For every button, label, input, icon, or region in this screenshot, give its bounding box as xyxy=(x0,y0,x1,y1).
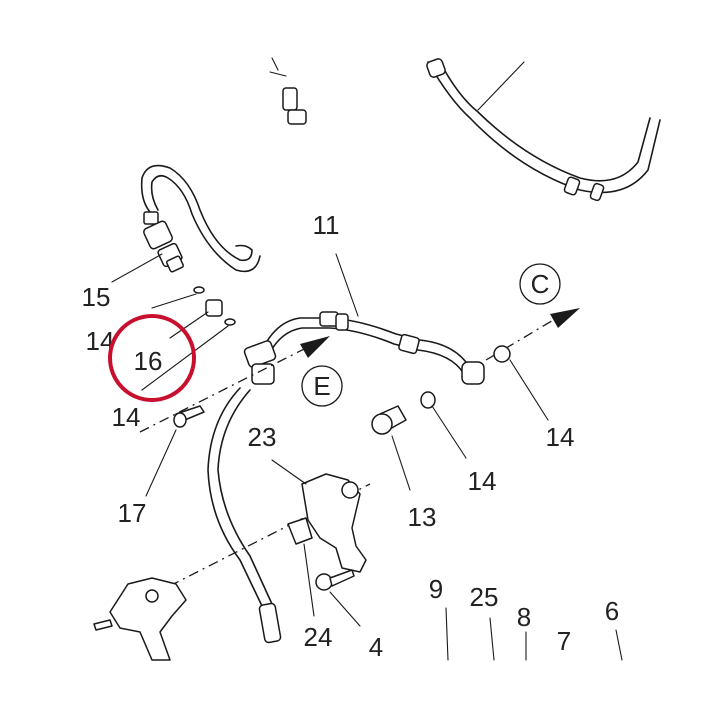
callout-14-right: 14 xyxy=(546,422,575,452)
callout-7: 7 xyxy=(557,626,571,656)
callout-9: 9 xyxy=(429,574,443,604)
brake-line-main xyxy=(257,253,485,385)
callout-17: 17 xyxy=(118,498,147,528)
callout-24: 24 xyxy=(304,622,333,652)
callout-14-mid: 14 xyxy=(468,466,497,496)
reference-label-c: C xyxy=(531,269,550,299)
callout-8: 8 xyxy=(517,602,531,632)
hose-left-switch xyxy=(111,164,261,283)
banjo-bolt-13 xyxy=(371,391,467,491)
callout-15: 15 xyxy=(82,282,111,312)
callout-4: 4 xyxy=(369,632,383,662)
callout-23: 23 xyxy=(248,422,277,452)
callout-16: 16 xyxy=(134,346,163,376)
hose-upper-right xyxy=(426,58,661,202)
callout-14-left-lower: 14 xyxy=(112,402,141,432)
reference-label-e: E xyxy=(313,371,330,401)
callout-13: 13 xyxy=(408,502,437,532)
callout-11: 11 xyxy=(313,210,340,240)
reference-circle-c xyxy=(519,263,561,305)
bracket-lower-left xyxy=(93,577,187,661)
callout-25: 25 xyxy=(470,582,499,612)
bolt-17 xyxy=(145,405,205,497)
screw-4 xyxy=(315,569,361,627)
washer-right xyxy=(493,345,549,421)
caliper-bracket-23 xyxy=(271,459,367,573)
axis-e xyxy=(139,336,330,433)
highlight-circle xyxy=(108,314,196,402)
t-block-fitting xyxy=(207,340,282,644)
axis-c xyxy=(485,308,580,361)
leaders-bottom-right xyxy=(445,607,623,661)
washer-and-bolt-group xyxy=(141,286,236,391)
callout-6: 6 xyxy=(605,596,619,626)
reference-circle-e xyxy=(301,365,343,407)
bleed-screw-part xyxy=(269,57,307,125)
clip-24 xyxy=(287,517,315,617)
